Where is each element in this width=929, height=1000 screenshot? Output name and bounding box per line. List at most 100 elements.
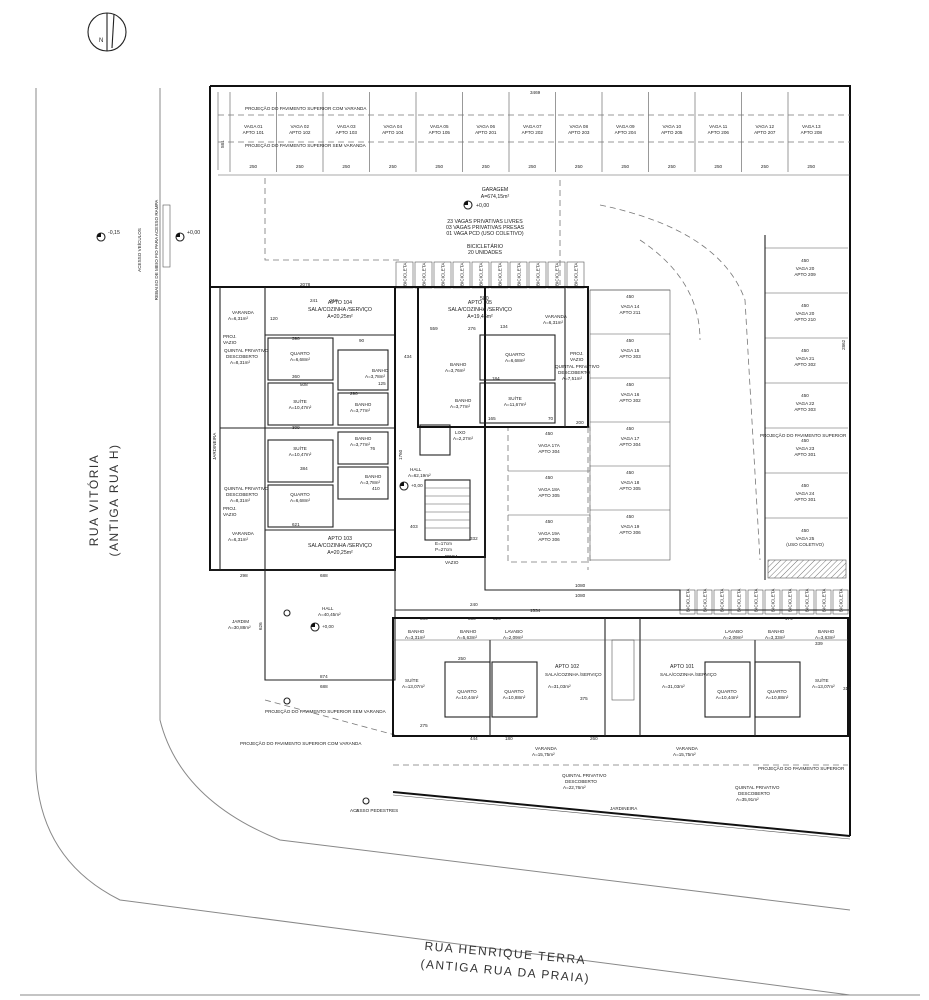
top-space-vaga: VAGA 13 — [802, 124, 821, 129]
jardim: JARDIM — [232, 619, 249, 624]
dimension-label: 70 — [548, 416, 554, 421]
stacked-space-dim: 450 — [545, 475, 553, 480]
dimension-label: 403 — [410, 524, 418, 529]
apto101-name: APTO 101 — [670, 664, 694, 670]
bike-slot — [781, 589, 798, 615]
apto101-sala: SALA/COZINHA /SERVIÇO — [660, 672, 717, 677]
stacked-space-vaga: VAGA 18A — [538, 487, 561, 492]
apto104-sala: SALA/COZINHA /SERVIÇO — [308, 307, 372, 313]
hall-front-area: A=40,45m² — [318, 612, 341, 617]
dimension-label: 325 — [493, 616, 501, 621]
quintal-105: QUINTAL PRIVATIVO — [555, 364, 600, 369]
quintal-101-area: A=35,91m² — [736, 797, 759, 802]
dimension-label: 260 — [590, 736, 598, 741]
mid-space-dim: 450 — [626, 426, 634, 431]
top-space-vaga: VAGA 06 — [476, 124, 495, 129]
top-space-dim: 250 — [342, 164, 350, 169]
proj-vazio-b2: VAZIO — [223, 512, 237, 517]
dim-bottom-b: 1080 — [575, 593, 586, 598]
right-space-apto: APTO 303 — [794, 407, 816, 412]
dimension-label: 375 — [580, 696, 588, 701]
block-front-hall — [210, 569, 850, 681]
varanda-103: VARANDA — [232, 531, 255, 536]
quintal-105-area: A=7,51m² — [562, 376, 583, 381]
apto104-area: A=20,25m² — [327, 314, 353, 320]
right-space-vaga: VAGA 21 — [796, 356, 815, 361]
top-space-dim: 250 — [575, 164, 583, 169]
access-vehicles-label: ACESSO VEÍCULOS — [136, 228, 142, 272]
top-space-apto: APTO 206 — [708, 130, 730, 135]
apto105-sala: SALA/COZINHA /SERVIÇO — [448, 307, 512, 313]
top-space-dim: 250 — [761, 164, 769, 169]
suite-103-area: A=10,47m² — [289, 452, 312, 457]
north-arrow: N — [87, 12, 127, 52]
dim-left-wall: 581 — [220, 140, 225, 148]
mid-space-apto: APTO 211 — [619, 310, 640, 315]
dimension-label: 353 — [468, 616, 476, 621]
dimension-label: 276 — [468, 326, 476, 331]
dim-core-h: 1760 — [398, 449, 403, 460]
top-space-dim: 250 — [668, 164, 676, 169]
dimension-label: 444 — [470, 736, 478, 741]
top-space-vaga: VAGA 04 — [383, 124, 402, 129]
top-space-dim: 250 — [296, 164, 304, 169]
bike-slot-label: BICICLETA — [479, 262, 484, 286]
block-south — [392, 617, 849, 737]
dimension-label: 210 — [330, 298, 338, 303]
dim-hall-d: 874 — [320, 674, 328, 679]
quarto-105-area: A=6,68m² — [505, 358, 526, 363]
quintal-103-area: A=8,31m² — [230, 498, 251, 503]
north-label: N — [99, 38, 103, 44]
dim-front: 1534 — [530, 608, 541, 613]
top-space-apto: APTO 208 — [801, 130, 823, 135]
mid-space-vaga: VAGA 17 — [621, 436, 640, 441]
svg-text:+0,00: +0,00 — [187, 230, 200, 236]
top-space-apto: APTO 203 — [568, 130, 590, 135]
dimension-label: 241 — [310, 298, 318, 303]
quarto-104: QUARTO — [290, 351, 310, 356]
quintal-103-b: DESCOBERTO — [226, 492, 258, 497]
street-west-old-name: (ANTIGA RUA H) — [107, 443, 121, 556]
right-space-apto: APTO 209 — [794, 272, 816, 277]
top-space-dim: 250 — [435, 164, 443, 169]
mid-space-vaga: VAGA 16 — [621, 392, 640, 397]
apto103-sala: SALA/COZINHA /SERVIÇO — [308, 543, 372, 549]
suite-101-area: A=13,07m² — [812, 684, 835, 689]
right-space-vaga: VAGA 23 — [796, 446, 815, 451]
mid-space-dim: 450 — [626, 294, 634, 299]
quarto-105: QUARTO — [505, 352, 525, 357]
right-space-vaga: VAGA 22 — [796, 401, 815, 406]
top-space-dim: 250 — [482, 164, 490, 169]
suite-105-area: A=11,67m² — [504, 402, 527, 407]
bike-slot — [730, 589, 747, 615]
dimension-label: 120 — [270, 316, 278, 321]
varanda-102: VARANDA — [535, 746, 558, 751]
top-space-dim: 250 — [389, 164, 397, 169]
access-ramp-label: REBAIXO DE MEIO FIO PARA ACESSO RAMPA — [154, 199, 159, 301]
banho-102: BANHO — [408, 629, 425, 634]
quarto-102a-area: A=10,44m² — [456, 695, 479, 700]
apto102-area: A=31,03m² — [548, 684, 571, 689]
quarto-102b-area: A=10,88m² — [503, 695, 526, 700]
suite-102: SUÍTE — [405, 677, 419, 683]
suite-102-area: A=13,07m² — [402, 684, 425, 689]
jardineira-west: JARDINEIRA — [212, 432, 217, 460]
svg-text:20 UNIDADES: 20 UNIDADES — [468, 250, 503, 256]
lavabo-102: LAVABO — [505, 629, 523, 634]
right-space-dim: 450 — [801, 528, 809, 533]
dimension-label: 275 — [420, 723, 428, 728]
stacked-space-dim: 450 — [545, 519, 553, 524]
quintal-103: QUINTAL PRIVATIVO — [224, 486, 269, 491]
right-space-dim: 450 — [801, 258, 809, 263]
svg-text:23 VAGAS PRIVATIVAS LIVRES: 23 VAGAS PRIVATIVAS LIVRES — [447, 219, 523, 225]
quintal-102: QUINTAL PRIVATIVO — [562, 773, 607, 778]
proj-vazio-a: PROJ. — [223, 334, 237, 339]
bike-slot-label: BICICLETA — [441, 262, 446, 286]
top-space-dim: 250 — [807, 164, 815, 169]
proj-vazio-c2: VAZIO — [570, 357, 584, 362]
dimension-label: 410 — [372, 486, 380, 491]
garage-label: GARAGEM A=674,15m² +0,00 23 VAGAS PRIVAT… — [446, 187, 525, 256]
svg-text:GARAGEM: GARAGEM — [482, 187, 509, 193]
